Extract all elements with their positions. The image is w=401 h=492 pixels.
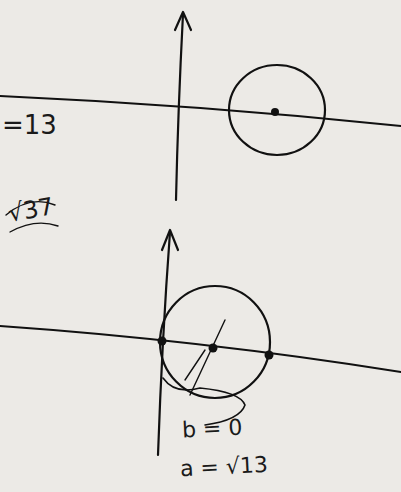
x-axis	[0, 326, 401, 372]
scribble	[185, 320, 225, 395]
axis-arrowhead	[175, 12, 191, 30]
circle	[160, 286, 270, 398]
point-dot	[158, 337, 167, 346]
equation-label: a = √13	[179, 454, 268, 481]
x-axis	[0, 96, 401, 126]
y-axis	[158, 232, 170, 455]
center-dot	[209, 344, 218, 353]
equation-label: =13	[2, 112, 57, 138]
equation-label: b = 0	[181, 416, 242, 441]
scribbled-note: √37	[6, 194, 55, 226]
circle	[229, 65, 325, 155]
axis-arrowhead	[162, 230, 178, 250]
point-dot	[265, 351, 274, 360]
center-dot	[271, 108, 279, 116]
